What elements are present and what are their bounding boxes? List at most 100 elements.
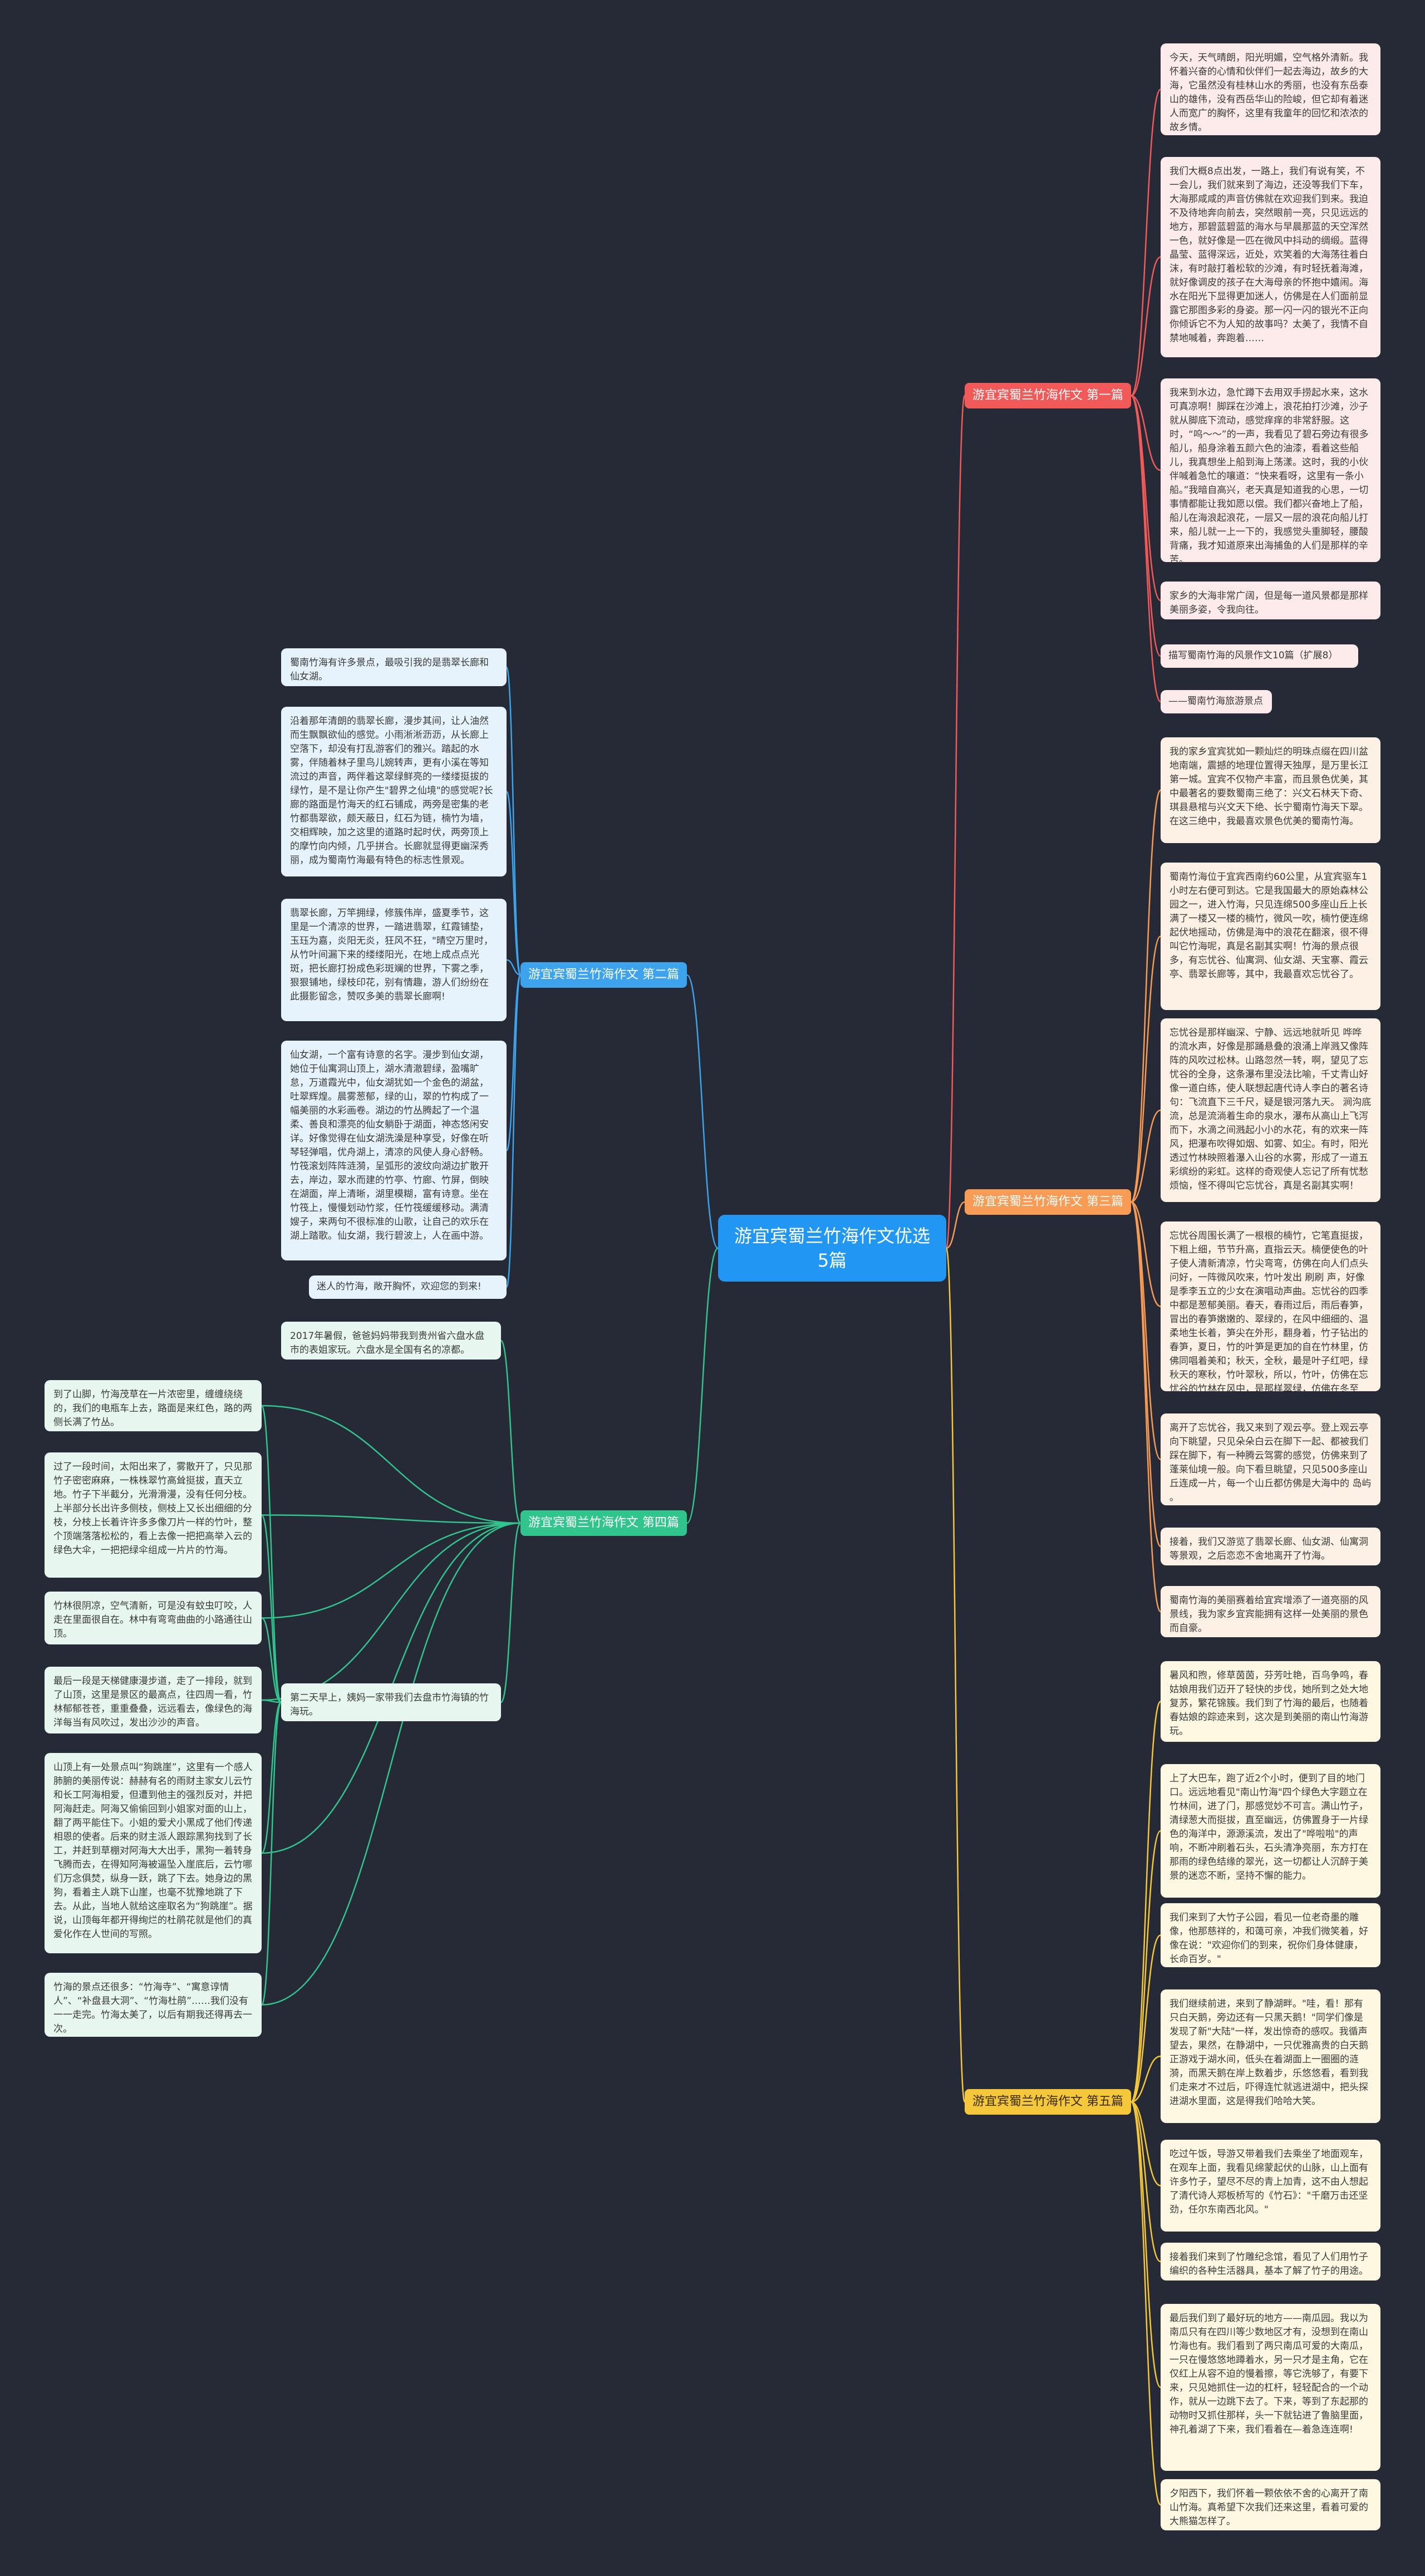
leaf-note-text: 第二天早上，姨妈一家带我们去盘市竹海镇的竹海玩。 <box>290 1692 489 1717</box>
leaf-note[interactable]: 我的家乡宜宾犹如一颗灿烂的明珠点缀在四川盆地南端，震撼的地理位置得天独厚，是万里… <box>1161 737 1380 843</box>
leaf-connector <box>261 1522 521 1619</box>
leaf-note[interactable]: 蜀南竹海位于宜宾西南约60公里，从宜宾驱车1小时左右便可到达。它是我国最大的原始… <box>1161 863 1380 1010</box>
leaf-note[interactable]: ——蜀南竹海旅游景点 <box>1161 690 1272 713</box>
branch-connector <box>686 974 719 1249</box>
leaf-note[interactable]: 描写蜀南竹海的风景作文10篇（扩展8） <box>1161 644 1358 668</box>
leaf-note-text: 我的家乡宜宾犹如一颗灿烂的明珠点缀在四川盆地南端，震撼的地理位置得天独厚，是万里… <box>1170 746 1368 827</box>
leaf-connector <box>1130 88 1162 397</box>
leaf-note[interactable]: 竹海的景点还很多：“竹海寺”、“寓意谆情人”、“补盘县大洞”、“竹海杜鹃”……我… <box>45 1973 262 2037</box>
leaf-note[interactable]: 接着，我们又游览了翡翠长廊、仙女湖、仙寓洞等景观，之后恋恋不舍地离开了竹海。 <box>1161 1528 1380 1565</box>
leaf-note-text: 夕阳西下，我们怀着一颗依依不舍的心离开了南山竹海。真希望下次我们还来这里，看着可… <box>1170 2488 1368 2527</box>
leaf-note[interactable]: 最后我们到了最好玩的地方——南瓜园。我以为南瓜只有在四川等少数地区才有，没想到在… <box>1161 2304 1380 2471</box>
leaf-note-text: 离开了忘忧谷，我又来到了观云亭。登上观云亭向下眺望，只见朵朵白云在脚下一起、都被… <box>1170 1422 1372 1503</box>
leaf-note[interactable]: 我来到水边，急忙蹲下去用双手捞起水来，这水可真凉啊！脚踩在沙滩上，浪花拍打沙滩，… <box>1161 378 1380 562</box>
leaf-connector <box>1131 2055 1161 2103</box>
leaf-note[interactable]: 上了大巴车，跑了近2个小时，便到了目的地门口。远远地看见"南山竹海"四个绿色大字… <box>1161 1764 1380 1898</box>
branch-connector <box>945 1247 966 2103</box>
leaf-connector <box>500 1339 522 1524</box>
leaf-note-text: 今天，天气晴朗，阳光明媚，空气格外清新。我怀着兴奋的心情和伙伴们一起去海边，故乡… <box>1170 52 1368 133</box>
leaf-note[interactable]: 接着我们来到了竹雕纪念馆，看见了人们用竹子编织的各种生活器具，基本了解了竹子的用… <box>1161 2243 1380 2281</box>
leaf-note[interactable]: 竹林很阴凉，空气清新，可是没有蚊虫叮咬，人走在里面很自在。林中有弯弯曲曲的小路通… <box>45 1592 262 1644</box>
leaf-note[interactable]: 夕阳西下，我们怀着一颗依依不舍的心离开了南山竹海。真希望下次我们还来这里，看着可… <box>1161 2479 1380 2530</box>
branch-topic-1[interactable]: 游宜宾蜀兰竹海作文 第一篇 <box>965 383 1131 408</box>
branch-connector <box>686 1247 719 1524</box>
leaf-note[interactable]: 2017年暑假，爸爸妈妈带我到贵州省六盘水盘市的表姐家玩。六盘水是全国有名的凉都… <box>281 1322 501 1360</box>
leaf-note-text: 沿着那年清朗的翡翠长廊，漫步其间，让人油然而生飘飘欲仙的感觉。小雨淅淅沥沥，从长… <box>290 716 493 866</box>
leaf-note[interactable]: 今天，天气晴朗，阳光明媚，空气格外清新。我怀着兴奋的心情和伙伴们一起去海边，故乡… <box>1161 43 1380 135</box>
leaf-note-text: 吃过午饭，导游又带着我们去乘坐了地面观车，在观车上面，我看见绵蒙起伏的山脉，山上… <box>1170 2149 1368 2215</box>
leaf-note[interactable]: 翡翠长廊，万竿拥绿，修簇伟岸，盛夏季节，这里是一个清凉的世界，一踏进翡翠，红霞铺… <box>281 899 507 1021</box>
leaf-note-text: 蜀南竹海有许多景点，最吸引我的是翡翠长廊和仙女湖。 <box>290 657 489 682</box>
leaf-note[interactable]: 家乡的大海非常广阔，但是每一道风景都是那样美丽多姿，令我向往。 <box>1161 582 1380 619</box>
sub-leaf-connector <box>261 1701 282 2006</box>
leaf-note[interactable]: 第二天早上，姨妈一家带我们去盘市竹海镇的竹海玩。 <box>281 1683 501 1721</box>
leaf-note-text: 上了大巴车，跑了近2个小时，便到了目的地门口。远远地看见"南山竹海"四个绿色大字… <box>1170 1773 1368 1881</box>
leaf-connector <box>1130 2101 1162 2388</box>
leaf-connector <box>1130 1201 1162 1613</box>
leaf-note-text: 忘忧谷是那样幽深、宁静、远远地就听见 哗哗 的流水声，好像是那踊悬叠的浪涌上岸溅… <box>1170 1027 1372 1191</box>
leaf-connector <box>261 1522 521 1701</box>
branch-topic-5-label: 游宜宾蜀兰竹海作文 第五篇 <box>972 2095 1123 2109</box>
leaf-note[interactable]: 山顶上有一处景点叫“狗跳崖”，这里有一个感人肺腑的美丽传说：赫赫有名的雨财主家女… <box>45 1753 262 1953</box>
leaf-note[interactable]: 到了山脚，竹海茂草在一片浓密里，缠缠绕绕的，我们的电瓶车上去，路面是来红色，路的… <box>45 1380 262 1431</box>
leaf-note-text: 竹林很阴凉，空气清新，可是没有蚊虫叮咬，人走在里面很自在。林中有弯弯曲曲的小路通… <box>53 1600 252 1639</box>
branch-topic-5[interactable]: 游宜宾蜀兰竹海作文 第五篇 <box>965 2089 1131 2115</box>
leaf-note-text: 最后我们到了最好玩的地方——南瓜园。我以为南瓜只有在四川等少数地区才有，没想到在… <box>1170 2313 1368 2435</box>
leaf-note-text: 最后一段是天梯健康漫步道，走了一排段，就到了山顶，这里是景区的最高点，往四周一看… <box>53 1676 252 1728</box>
leaf-note[interactable]: 仙女湖，一个富有诗意的名字。漫步到仙女湖，她位于仙寓洞山顶上，湖水清澈碧绿，盈嘴… <box>281 1041 507 1260</box>
leaf-note[interactable]: 蜀南竹海的美丽赛着给宜宾增添了一道亮丽的风景线，我为家乡宜宾能拥有这样一处美丽的… <box>1161 1586 1380 1637</box>
leaf-connector <box>1131 2101 1161 2186</box>
leaf-connector <box>1131 1934 1161 2103</box>
root-topic[interactable]: 游宜宾蜀兰竹海作文优选5篇 <box>718 1215 946 1282</box>
leaf-connector <box>1131 1201 1161 1307</box>
branch-topic-3-label: 游宜宾蜀兰竹海作文 第三篇 <box>972 1195 1123 1209</box>
leaf-note[interactable]: 过了一段时间，太阳出来了，雾散开了，只见那竹子密密麻麻，一株株翠竹高耸挺拔，直天… <box>45 1452 262 1578</box>
leaf-connector <box>505 974 522 1288</box>
leaf-connector <box>1130 395 1162 703</box>
sub-leaf-connector <box>261 1405 282 1703</box>
sub-leaf-connector <box>261 1514 282 1703</box>
leaf-note-text: 接着我们来到了竹雕纪念馆，看见了人们用竹子编织的各种生活器具，基本了解了竹子的用… <box>1170 2252 1368 2277</box>
leaf-note[interactable]: 沿着那年清朗的翡翠长廊，漫步其间，让人油然而生飘飘欲仙的感觉。小雨淅淅沥沥，从长… <box>281 707 507 876</box>
sub-leaf-connector <box>261 1617 282 1703</box>
leaf-connector <box>505 791 522 976</box>
leaf-connector <box>505 666 522 976</box>
leaf-note-text: ——蜀南竹海旅游景点 <box>1168 696 1263 707</box>
leaf-connector <box>1130 935 1162 1203</box>
leaf-note-text: 迷人的竹海，敞开胸怀，欢迎您的到来! <box>317 1281 481 1292</box>
leaf-note-text: 家乡的大海非常广阔，但是每一道风景都是那样美丽多姿，令我向往。 <box>1170 590 1368 615</box>
leaf-note-text: 过了一段时间，太阳出来了，雾散开了，只见那竹子密密麻麻，一株株翠竹高耸挺拔，直天… <box>53 1461 252 1556</box>
branch-topic-4-label: 游宜宾蜀兰竹海作文 第四篇 <box>528 1516 679 1530</box>
branch-topic-4[interactable]: 游宜宾蜀兰竹海作文 第四篇 <box>520 1510 687 1536</box>
leaf-note[interactable]: 吃过午饭，导游又带着我们去乘坐了地面观车，在观车上面，我看见绵蒙起伏的山脉，山上… <box>1161 2140 1380 2232</box>
leaf-note-text: 仙女湖，一个富有诗意的名字。漫步到仙女湖，她位于仙寓洞山顶上，湖水清澈碧绿，盈嘴… <box>290 1050 489 1242</box>
leaf-connector <box>1130 789 1162 1203</box>
sub-leaf-connector <box>261 1701 282 1854</box>
leaf-connector <box>500 1522 522 1703</box>
leaf-note-text: 我们大概8点出发，一路上，我们有说有笑，不一会儿，我们就来到了海边，还没等我们下… <box>1170 166 1368 344</box>
leaf-note[interactable]: 我们来到了大竹子公园，看见一位老奇墨的雕像，他那慈祥的，和蔼可亲，冲我们微笑着，… <box>1161 1903 1380 1967</box>
leaf-connector <box>261 1405 521 1524</box>
leaf-note-text: 描写蜀南竹海的风景作文10篇（扩展8） <box>1168 650 1338 661</box>
leaf-note[interactable]: 忘忧谷是那样幽深、宁静、远远地就听见 哗哗 的流水声，好像是那踊悬叠的浪涌上岸溅… <box>1161 1018 1380 1202</box>
leaf-connector <box>1131 395 1161 471</box>
leaf-note-text: 到了山脚，竹海茂草在一片浓密里，缠缠绕绕的，我们的电瓶车上去，路面是来红色，路的… <box>53 1389 252 1428</box>
leaf-note[interactable]: 离开了忘忧谷，我又来到了观云亭。登上观云亭向下眺望，只见朵朵白云在脚下一起、都被… <box>1161 1413 1380 1505</box>
leaf-note[interactable]: 蜀南竹海有许多景点，最吸引我的是翡翠长廊和仙女湖。 <box>281 648 507 686</box>
branch-topic-2[interactable]: 游宜宾蜀兰竹海作文 第二篇 <box>520 962 687 988</box>
leaf-note[interactable]: 我们大概8点出发，一路上，我们有说有笑，不一会儿，我们就来到了海边，还没等我们下… <box>1161 157 1380 357</box>
leaf-note[interactable]: 忘忧谷周围长满了一根根的楠竹，它笔直挺拔，下粗上细，节节升高，直指云天。楠便使色… <box>1161 1221 1380 1391</box>
leaf-connector <box>1130 1701 1162 2103</box>
branch-connector <box>945 395 966 1249</box>
leaf-note-text: 忘忧谷周围长满了一根根的楠竹，它笔直挺拔，下粗上细，节节升高，直指云天。楠便使色… <box>1170 1230 1368 1391</box>
leaf-note[interactable]: 迷人的竹海，敞开胸怀，欢迎您的到来! <box>309 1275 507 1299</box>
leaf-note-text: 2017年暑假，爸爸妈妈带我到贵州省六盘水盘市的表姐家玩。六盘水是全国有名的凉都… <box>290 1331 485 1356</box>
branch-topic-3[interactable]: 游宜宾蜀兰竹海作文 第三篇 <box>965 1189 1131 1215</box>
leaf-note[interactable]: 最后一段是天梯健康漫步道，走了一排段，就到了山顶，这里是景区的最高点，往四周一看… <box>45 1667 262 1733</box>
leaf-note-text: 我来到水边，急忙蹲下去用双手捞起水来，这水可真凉啊！脚踩在沙滩上，浪花拍打沙滩，… <box>1170 387 1369 562</box>
leaf-note[interactable]: 我们继续前进，来到了静湖畔。"哇，看！那有只白天鹅，旁边还有一只黑天鹅！"同学们… <box>1161 1989 1380 2123</box>
branch-topic-2-label: 游宜宾蜀兰竹海作文 第二篇 <box>528 968 679 982</box>
leaf-connector <box>261 1522 521 2006</box>
leaf-note[interactable]: 暑风和煦，修草茵茵，芬芳吐艳，百鸟争鸣，春姑娘用我们迈开了轻快的步伐，她所到之处… <box>1161 1661 1380 1742</box>
